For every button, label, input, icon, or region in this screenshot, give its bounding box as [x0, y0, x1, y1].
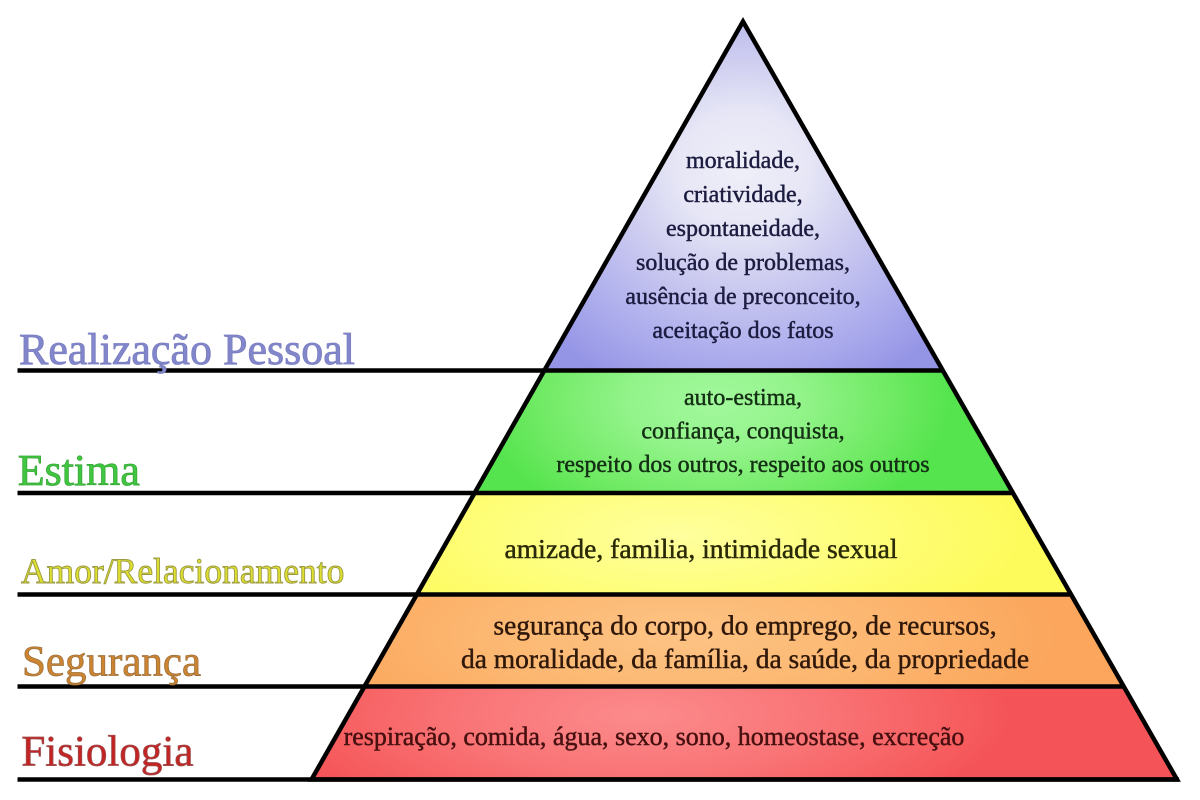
svg-text:Fisiologia: Fisiologia [21, 729, 193, 776]
svg-text:criatividade,: criatividade, [683, 182, 802, 208]
svg-text:da moralidade, da família, da: da moralidade, da família, da saúde, da … [461, 643, 1029, 674]
svg-text:solução de problemas,: solução de problemas, [636, 250, 850, 276]
svg-text:amizade, familia, intimidade s: amizade, familia, intimidade sexual [504, 533, 897, 564]
svg-text:confiança, conquista,: confiança, conquista, [641, 419, 844, 445]
svg-text:Realização Pessoal: Realização Pessoal [19, 325, 355, 374]
svg-text:Estima: Estima [18, 446, 140, 495]
svg-text:respeito dos outros, respeito: respeito dos outros, respeito aos outros [556, 452, 929, 478]
svg-text:Segurança: Segurança [22, 638, 201, 685]
svg-text:moralidade,: moralidade, [686, 148, 800, 174]
svg-text:auto-estima,: auto-estima, [684, 385, 802, 411]
svg-text:respiração, comida, água, sexo: respiração, comida, água, sexo, sono, ho… [344, 722, 965, 751]
svg-text:espontaneidade,: espontaneidade, [666, 216, 820, 242]
svg-text:aceitação dos fatos: aceitação dos fatos [652, 318, 833, 344]
svg-text:segurança do corpo, do emprego: segurança do corpo, do emprego, de recur… [493, 610, 996, 641]
svg-text:ausência de preconceito,: ausência de preconceito, [625, 284, 860, 310]
svg-text:Amor/Relacionamento: Amor/Relacionamento [21, 551, 344, 591]
